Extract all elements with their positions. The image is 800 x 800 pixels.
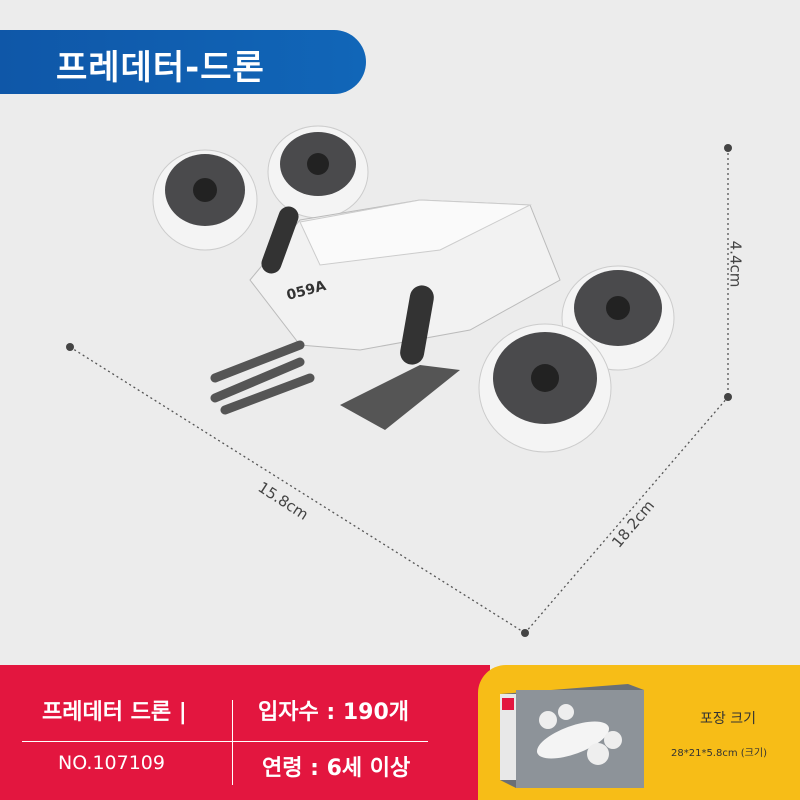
divider-vertical: [232, 700, 233, 785]
spec-panel: [0, 665, 490, 800]
drone-model: 059A: [152, 125, 675, 453]
dimension-endpoints: [66, 144, 732, 637]
rotor-rear-left: [152, 149, 258, 251]
rotor-front-left: [478, 323, 612, 453]
title-banner: 프레데터-드론: [0, 30, 366, 94]
package-box-image: [500, 684, 644, 788]
package-size-value: 28*21*5.8cm (크기): [671, 748, 767, 759]
dimension-height: 4.4cm: [726, 240, 745, 288]
divider-horizontal: [22, 741, 428, 742]
piece-count: 입자수 : 190개: [258, 700, 409, 725]
product-title: 프레데터-드론: [56, 48, 265, 88]
product-name: 프레데터 드론 |: [42, 700, 187, 725]
age-range: 연령 : 6세 이상: [262, 756, 411, 781]
model-number: NO.107109: [58, 752, 165, 774]
dimension-lines: [69, 148, 729, 634]
package-size-label: 포장 크기: [700, 711, 756, 727]
rotor-rear-mid: [267, 125, 369, 219]
